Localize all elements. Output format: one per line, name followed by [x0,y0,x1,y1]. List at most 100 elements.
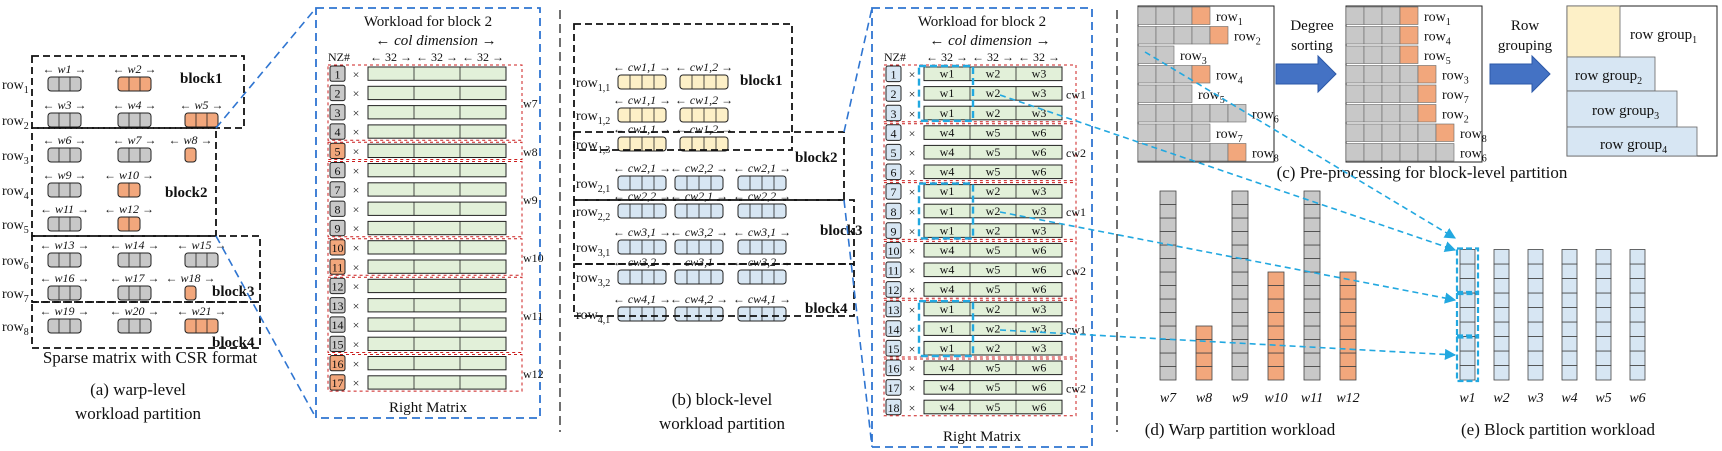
warp-label-w18: ← w18 → [165,271,215,285]
matrix-mid-row-label: row6 [1460,147,1487,165]
warp-bar-cell-w10 [1267,325,1285,340]
row-grouping-label-2: grouping [1498,38,1553,54]
matrix-left-gray-cell [1173,84,1193,103]
times-sign: × [909,381,916,395]
nz-number: 5 [335,145,341,159]
warp-cells-w11 [47,216,82,232]
degree-sorting-label-1: Degree [1290,18,1334,34]
matrix-left-row-label: row1 [1216,10,1243,28]
nz-number: 11 [888,264,900,278]
warp-cells-w3-frame [47,112,82,128]
row-label-a-3: row3 [2,149,29,167]
times-sign: × [353,145,360,159]
block-bar-cell-w1 [1459,350,1476,366]
nz-number: 10 [888,244,900,258]
times-sign: × [909,401,916,415]
block-bar-cell-w2 [1493,365,1510,381]
block-bar-cell-w1 [1459,278,1476,294]
block-bar-cell-w3 [1527,278,1544,294]
block3-b-box [573,199,855,265]
matrix-left-gray-cell [1173,6,1193,25]
cell-label: w4 [940,165,955,179]
right-matrix-row [367,375,507,390]
block-b-label-1: block1 [740,73,783,89]
cell-label: w4 [940,380,955,394]
warp-bar-cell-w10 [1267,312,1285,327]
right-matrix-row [923,223,1063,238]
warp-label-w1: ← w1 → [42,62,86,76]
warp-group-box [327,161,523,238]
cell-label: w4 [940,400,955,414]
times-sign: × [909,362,916,376]
matrix-mid-gray-cell [1345,104,1365,123]
cell-label: w2 [986,86,1001,100]
block-bar-cell-w2 [1493,336,1510,352]
warp-label-w4: ← w4 → [112,98,156,112]
times-sign: × [353,280,360,294]
col-size-1: ← 32 → [926,50,968,64]
block-bar-cell-w2 [1493,307,1510,323]
block-bar-label-w3: w3 [1527,391,1543,406]
warp-bar-cell-w11 [1303,258,1321,273]
nz-box [885,379,902,396]
row-label-a-7: row7 [2,287,29,305]
block-bar-cell-w3 [1527,321,1544,337]
warp-group-box [327,276,523,353]
warp-bar-cell-w11 [1303,231,1321,246]
block-bar-cell-w4 [1561,263,1578,279]
warp-cells-w2-frame [117,76,152,92]
matrix-mid-gray-cell [1363,84,1383,103]
matrix-left-gray-cell [1155,45,1175,64]
times-sign: × [909,205,916,219]
warp-bar-cell-w9 [1231,258,1249,273]
row-label-a-8: row8 [2,320,29,338]
cell-label: w5 [986,263,1001,277]
cell-label: w1 [940,184,955,198]
block-b-label-3: block3 [820,223,863,239]
times-sign: × [909,68,916,82]
warp-tag-w10: w10 [523,251,544,265]
nz-box [329,142,346,159]
cw-label-cw1-1: ← cw1,1 → [613,60,671,74]
nz-header: NZ# [328,50,350,64]
matrix-left-gray-cell [1155,104,1175,123]
cell-label: w2 [986,67,1001,81]
times-sign: × [909,264,916,278]
right-matrix-row [923,125,1063,140]
matrix-left-gray-cell [1173,143,1193,162]
nz-box [885,124,902,141]
block-bar-cell-w4 [1561,292,1578,308]
cell-label: w3 [1032,302,1047,316]
block-bar-cell-w1 [1459,249,1476,265]
warp-bar-cell-w9 [1231,190,1249,205]
block-label-3: block3 [212,284,255,300]
warp-bar-cell-w11 [1303,285,1321,300]
caption-a-line2: workload partition [75,404,202,423]
cell-label: w3 [1032,204,1047,218]
warp-bar-cell-w11 [1303,325,1321,340]
nz-number: 11 [332,260,344,274]
times-sign: × [909,283,916,297]
warp-cells-w6-frame [47,147,82,163]
right-matrix-row [923,321,1063,336]
nz-header: NZ# [884,50,906,64]
warp-bar-cell-w7 [1159,244,1177,259]
warp-cells-w9 [47,182,82,198]
warp-bar-cell-w12 [1339,339,1357,354]
cw-group-box [883,358,1077,417]
matrix-left-gray-cell [1137,123,1157,142]
col-size-1: ← 32 → [370,50,412,64]
matrix-left-gray-cell [1137,104,1157,123]
cw-cells-cw4-2 [674,306,724,322]
warp-bar-cell-w9 [1231,204,1249,219]
warp-label-w17: ← w17 → [109,271,159,285]
times-sign: × [353,222,360,236]
block-b-label-4: block4 [805,301,848,317]
matrix-left-gray-cell [1137,26,1157,45]
cw-group-box [883,299,1077,358]
times-sign: × [909,322,916,336]
cw-label-cw4-1: ← cw4,1 → [733,292,791,306]
warp-cells-w7 [117,147,152,163]
warp-cells-w11-frame [47,216,82,232]
cell-label: w2 [986,223,1001,237]
